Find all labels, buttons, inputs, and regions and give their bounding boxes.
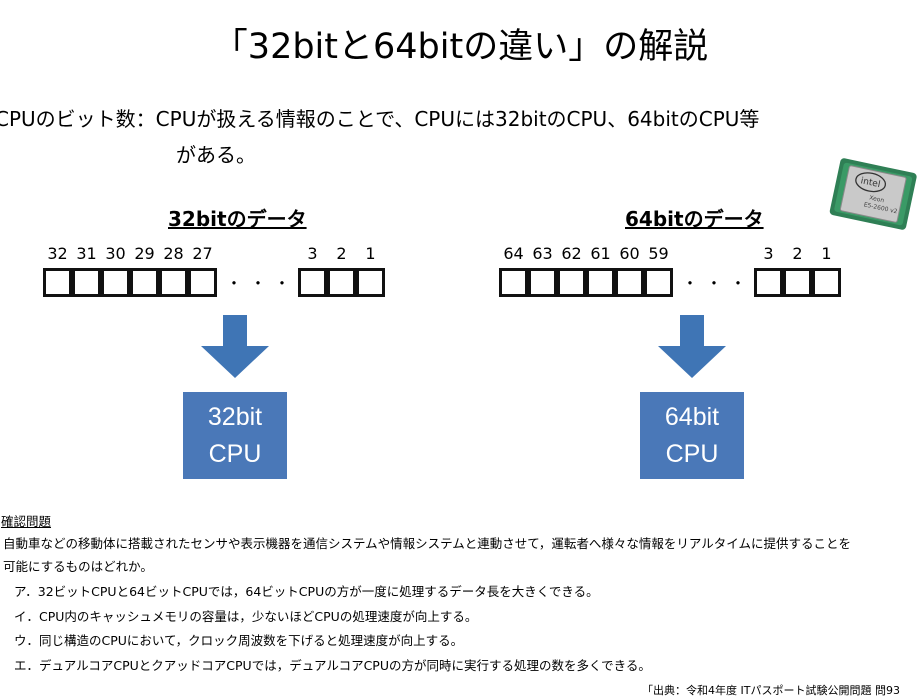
bit-cell bbox=[783, 268, 812, 297]
quiz-source: 「出典：令和4年度 ITパスポート試験公開問題 問93 bbox=[642, 684, 900, 697]
bit-number: 1 bbox=[365, 244, 376, 263]
cpu-64bit-box: 64bit CPU bbox=[640, 392, 744, 479]
bit-number: 62 bbox=[561, 244, 582, 263]
bit-cells-64-low bbox=[754, 268, 841, 297]
bit-number: 1 bbox=[821, 244, 832, 263]
bit-number: 31 bbox=[76, 244, 97, 263]
bit-number: 60 bbox=[619, 244, 640, 263]
bit-number: 64 bbox=[503, 244, 524, 263]
quiz-question-line-2: 可能にするものはどれか。 bbox=[3, 559, 153, 574]
bit-cell bbox=[586, 268, 615, 297]
quiz-option-b: イ．CPU内のキャッシュメモリの容量は，少ないほどCPUの処理速度が向上する。 bbox=[14, 609, 478, 624]
ellipsis-dots: ・・・ bbox=[682, 274, 755, 293]
quiz-option-d: エ．デュアルコアCPUとクアッドコアCPUでは，デュアルコアCPUの方が同時に実… bbox=[14, 658, 651, 673]
arrow-down-icon bbox=[658, 315, 726, 382]
bit-number: 63 bbox=[532, 244, 553, 263]
quiz-question-line-1: 自動車などの移動体に搭載されたセンサや表示機器を通信システムや情報システムと連動… bbox=[3, 536, 852, 551]
bit-cell bbox=[356, 268, 385, 297]
definition-line-1: CPUのビット数：CPUが扱える情報のことで、CPUには32bitのCPU、64… bbox=[0, 107, 760, 131]
bit-cell bbox=[43, 268, 72, 297]
diagram-32bit-title: 32bitのデータ bbox=[168, 207, 307, 231]
bit-number: 29 bbox=[134, 244, 155, 263]
bit-number: 2 bbox=[792, 244, 803, 263]
cpu-label: CPU bbox=[665, 439, 719, 468]
bit-cell bbox=[644, 268, 673, 297]
bit-cell bbox=[499, 268, 528, 297]
bit-number: 32 bbox=[47, 244, 68, 263]
quiz-option-c: ウ．同じ構造のCPUにおいて，クロック周波数を下げると処理速度が向上する。 bbox=[14, 633, 464, 648]
bit-cell bbox=[754, 268, 783, 297]
bit-cell bbox=[557, 268, 586, 297]
arrow-down-icon bbox=[201, 315, 269, 382]
bit-cell bbox=[327, 268, 356, 297]
quiz-heading: 確認問題 bbox=[1, 514, 52, 529]
bit-cell bbox=[101, 268, 130, 297]
cpu-bits-label: 64bit bbox=[664, 402, 720, 431]
bit-cell bbox=[528, 268, 557, 297]
bit-number: 3 bbox=[307, 244, 318, 263]
bit-cell bbox=[812, 268, 841, 297]
diagram-64bit-title: 64bitのデータ bbox=[625, 207, 764, 231]
definition-line-2: がある。 bbox=[176, 143, 256, 167]
bit-cell bbox=[615, 268, 644, 297]
bit-number: 28 bbox=[163, 244, 184, 263]
bit-cell bbox=[130, 268, 159, 297]
bit-cell bbox=[159, 268, 188, 297]
svg-text:Xeon: Xeon bbox=[869, 194, 885, 204]
cpu-label: CPU bbox=[208, 439, 262, 468]
bit-numbers-32-low: 3 2 1 bbox=[298, 245, 385, 263]
page-title: 「32bitと64bitの違い」の解説 bbox=[212, 27, 709, 67]
bit-number: 3 bbox=[763, 244, 774, 263]
cpu-bits-label: 32bit bbox=[207, 402, 263, 431]
bit-cell bbox=[188, 268, 217, 297]
bit-numbers-64-low: 3 2 1 bbox=[754, 245, 841, 263]
bit-number: 30 bbox=[105, 244, 126, 263]
cpu-32bit-box: 32bit CPU bbox=[183, 392, 287, 479]
bit-number: 59 bbox=[648, 244, 669, 263]
bit-cells-64-high bbox=[499, 268, 673, 297]
bit-number: 61 bbox=[590, 244, 611, 263]
bit-cells-32-low bbox=[298, 268, 385, 297]
ellipsis-dots: ・・・ bbox=[226, 274, 299, 293]
bit-number: 27 bbox=[192, 244, 213, 263]
bit-number: 2 bbox=[336, 244, 347, 263]
bit-cell bbox=[72, 268, 101, 297]
bit-numbers-64-high: 64 63 62 61 60 59 bbox=[499, 245, 673, 263]
bit-cell bbox=[298, 268, 327, 297]
bit-cells-32-high bbox=[43, 268, 217, 297]
cpu-chip-image: intel Xeon E5-2600 v2 bbox=[826, 155, 921, 239]
bit-numbers-32-high: 32 31 30 29 28 27 bbox=[43, 245, 217, 263]
quiz-option-a: ア．32ビットCPUと64ビットCPUでは，64ビットCPUの方が一度に処理する… bbox=[14, 584, 599, 599]
svg-text:intel: intel bbox=[860, 176, 881, 190]
